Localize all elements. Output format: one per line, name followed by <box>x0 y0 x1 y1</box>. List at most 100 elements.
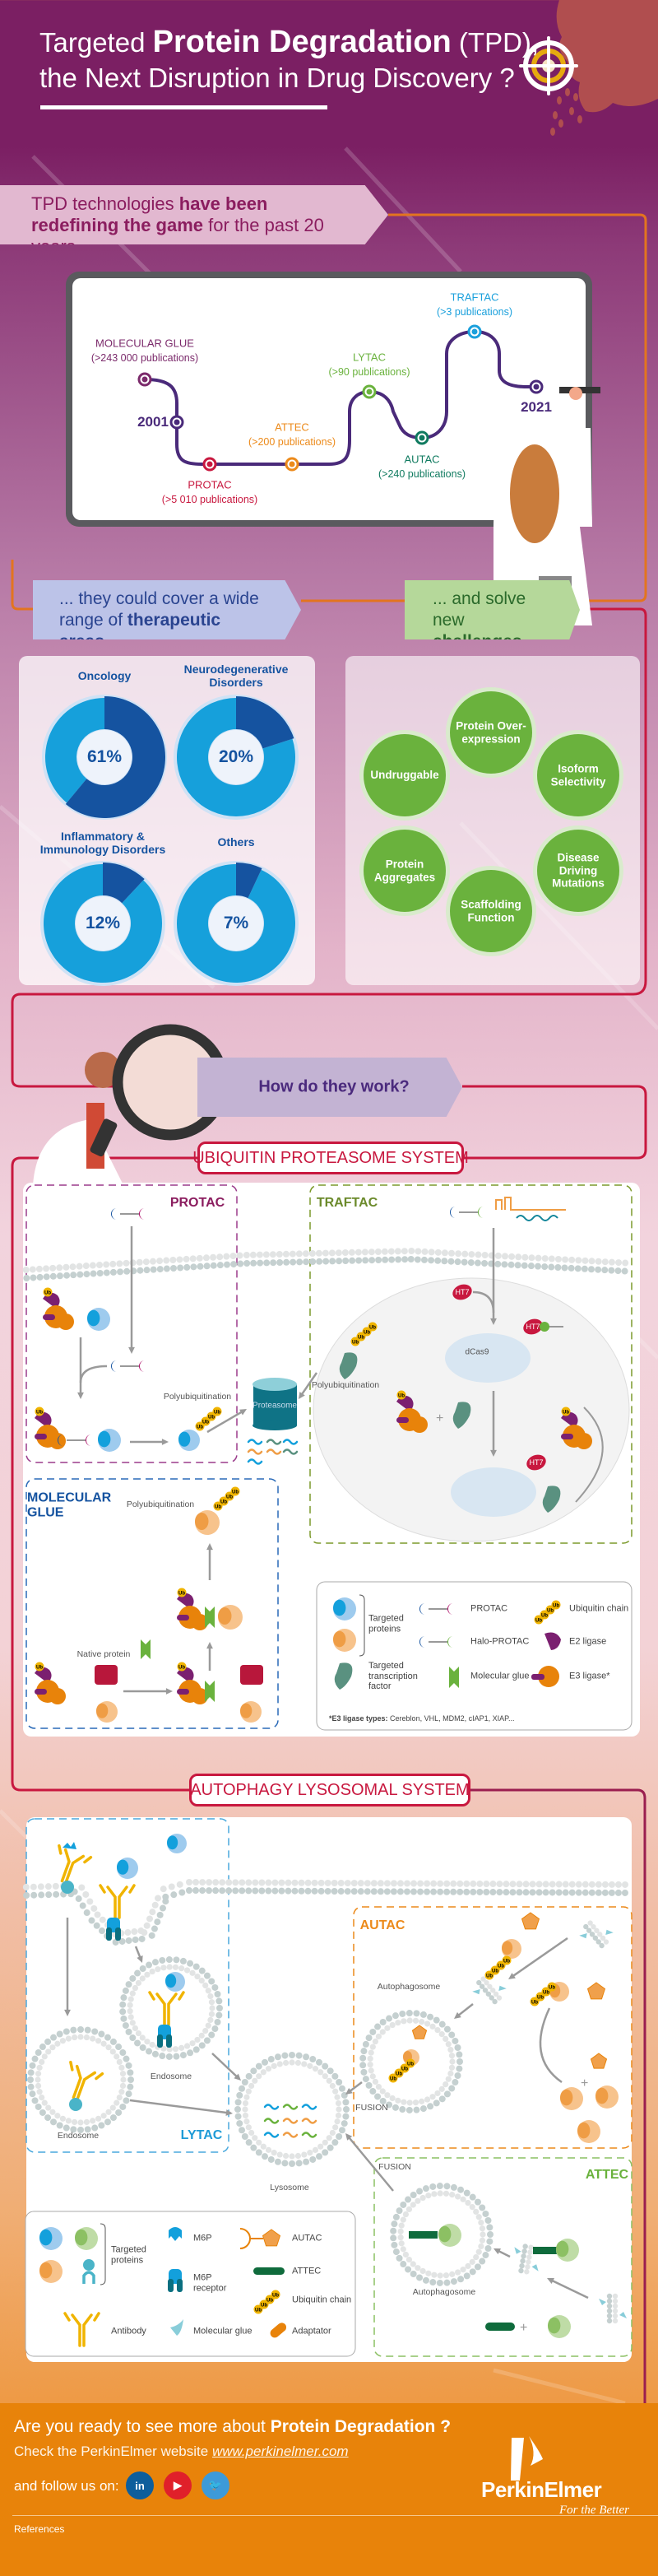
lipid <box>487 1983 493 1989</box>
lipid <box>178 1965 185 1972</box>
donut-label: Neurodegenerative Disorders <box>183 662 289 689</box>
lipid <box>486 2238 494 2245</box>
lipid <box>239 2127 246 2134</box>
twitter-icon[interactable]: 🐦 <box>202 2471 229 2499</box>
challenges-post: . <box>521 632 527 651</box>
lipid <box>242 2112 249 2119</box>
intro-text: TPD technologies have been redefining th… <box>31 193 344 244</box>
lipid <box>436 2279 443 2286</box>
lipid <box>427 2103 434 2110</box>
lipid <box>256 1251 263 1258</box>
ubiquitin <box>177 1588 187 1597</box>
lipid <box>177 1264 184 1272</box>
arrow-line <box>300 1372 318 1396</box>
lipid <box>399 2106 406 2113</box>
lipid <box>248 2129 255 2137</box>
legend-e3-icon <box>538 1666 559 1687</box>
donut-hole <box>209 896 263 951</box>
lipid <box>159 1904 166 1912</box>
youtube-icon[interactable]: ▶ <box>164 2471 192 2499</box>
ubiquitin-label: Ub <box>232 1490 239 1495</box>
splash-drop <box>550 128 555 136</box>
legend-receptor <box>82 2271 95 2284</box>
ubiquitin-label: Ub <box>202 1421 209 1425</box>
protac-warhead <box>111 1208 117 1220</box>
lipid <box>125 1937 132 1944</box>
lipid <box>269 1251 276 1258</box>
lipid <box>390 1880 397 1887</box>
lipid <box>256 2139 262 2146</box>
ht7-label: HT7 <box>526 1322 540 1331</box>
lipid <box>469 2258 475 2265</box>
lipid <box>406 2017 413 2024</box>
lipid <box>278 1879 285 1886</box>
protein-domain <box>39 2229 53 2246</box>
timeline-path <box>144 329 536 466</box>
autac-tag-icon <box>262 2229 281 2247</box>
protac-warhead <box>58 1434 63 1446</box>
follow-text: and follow us on: <box>14 2478 119 2494</box>
lipid <box>91 2124 99 2132</box>
ubiquitin-label: Ub <box>486 1974 493 1979</box>
lipid <box>484 1979 489 1986</box>
ht7-tag <box>526 1454 546 1471</box>
timeline-node-dot <box>289 461 295 467</box>
lipid <box>135 2030 142 2037</box>
lipid <box>362 1257 369 1264</box>
ubiquitin-label: Ub <box>369 1326 376 1331</box>
lipid <box>449 2058 456 2065</box>
protein-domain <box>595 2087 609 2104</box>
lipid <box>192 1887 200 1895</box>
donut-highlight-slice <box>236 863 262 899</box>
website-link[interactable]: www.perkinelmer.com <box>211 2443 349 2459</box>
lipid <box>379 2097 387 2104</box>
lipid <box>276 2061 283 2067</box>
lipid <box>431 2271 438 2278</box>
lipid <box>211 2025 219 2033</box>
lipid <box>50 2034 58 2041</box>
legend-label-targeted_proteins: Targeted proteins <box>368 1613 404 1634</box>
lipid <box>146 1915 154 1923</box>
lipid <box>190 1263 197 1271</box>
lipid <box>35 1265 43 1272</box>
lipid <box>206 1887 213 1895</box>
lipid <box>438 2020 446 2028</box>
lipid <box>415 2265 421 2271</box>
ubiquitin-label: Ub <box>492 1969 498 1974</box>
challenges-bold: challenges <box>433 632 522 651</box>
lipid <box>160 1886 167 1893</box>
lipid <box>612 2298 619 2304</box>
dna-icon <box>516 1215 558 1221</box>
lipid <box>123 1267 131 1275</box>
lipid <box>282 2152 290 2160</box>
transcription-factor-icon <box>452 1402 471 1429</box>
lipid <box>139 1975 146 1982</box>
lipid <box>434 2090 441 2097</box>
lipid <box>132 1984 138 1992</box>
lipid <box>215 2011 223 2019</box>
lipid <box>119 2049 127 2057</box>
lipid <box>436 2183 443 2190</box>
lipid <box>397 2234 404 2241</box>
lipid <box>455 1250 462 1258</box>
lipid <box>83 1271 90 1278</box>
linkedin-icon[interactable]: in <box>126 2471 154 2499</box>
lipid <box>173 2053 180 2060</box>
milestone-publications: (>3 publications) <box>436 305 513 318</box>
ups-section-title: UBIQUITIN PROTEASOME SYSTEM <box>192 1142 469 1174</box>
lipid <box>430 1888 438 1895</box>
peptide-fragment <box>263 2118 280 2124</box>
lipid <box>401 1256 409 1263</box>
lipid <box>315 1249 322 1257</box>
autac-box <box>353 1906 633 2149</box>
splash-drop <box>553 111 558 119</box>
lipid <box>514 1262 521 1269</box>
references-link[interactable]: References <box>14 2523 65 2535</box>
lipid <box>496 1995 503 2001</box>
lipid <box>243 2118 250 2125</box>
lipid <box>70 2026 77 2034</box>
lipid <box>382 1256 389 1263</box>
lipid <box>476 1880 484 1887</box>
